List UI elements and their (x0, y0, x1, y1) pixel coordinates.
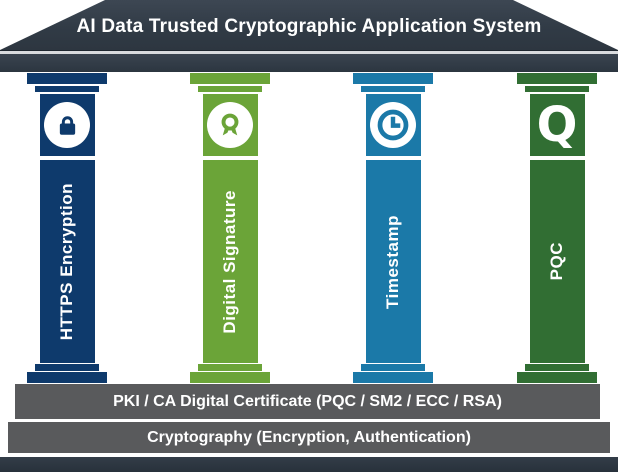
clock-icon (370, 102, 416, 148)
pillar-https-encryption: HTTPS Encryption (27, 73, 107, 384)
pillar-label-box: Timestamp (365, 160, 421, 363)
pillar-base-plinth (353, 372, 433, 383)
pillar-shaft: HTTPS Encryption (39, 94, 95, 363)
pillar-base-neck (198, 364, 262, 371)
pillar-base-neck (361, 364, 425, 371)
pillar-capital-neck (525, 86, 589, 92)
pillar-capital-neck (361, 86, 425, 92)
pillar-capital-top (517, 73, 597, 84)
foundation-bar-pki-label: PKI / CA Digital Certificate (PQC / SM2 … (113, 392, 502, 410)
pillar-base-plinth (27, 372, 107, 383)
pillar-label: Timestamp (383, 214, 402, 309)
pillar-timestamp: Timestamp (353, 73, 433, 384)
pillar-label-box: Digital Signature (202, 160, 258, 363)
pillar-base-plinth (190, 372, 270, 383)
pillar-digital-signature: Digital Signature (190, 73, 270, 384)
pillar-capital-top (27, 73, 107, 84)
pillar-shaft: Q PQC (529, 94, 585, 363)
pillar-base-neck (35, 364, 99, 371)
pillar-shaft: Timestamp (365, 94, 421, 363)
entablature-beam (0, 54, 618, 72)
foundation-bar-crypto-label: Cryptography (Encryption, Authentication… (147, 428, 471, 446)
pillar-pqc: Q PQC (517, 73, 597, 384)
roof-ledge (0, 50, 618, 54)
roof-pediment (0, 0, 618, 50)
pillar-label-box: PQC (529, 160, 585, 363)
stylobate-base (0, 457, 618, 472)
pillar-label: HTTPS Encryption (57, 182, 76, 341)
pillar-label-box: HTTPS Encryption (39, 160, 95, 363)
award-ribbon-icon (207, 102, 253, 148)
pillar-shaft: Digital Signature (202, 94, 258, 363)
pillar-base-plinth (517, 372, 597, 383)
letter-q-icon: Q (536, 97, 578, 153)
pillar-capital-neck (35, 86, 99, 92)
pillar-capital-top (190, 73, 270, 84)
pillar-icon-box: Q (529, 94, 585, 156)
foundation-bar-cryptography: Cryptography (Encryption, Authentication… (8, 422, 610, 453)
lock-icon (44, 102, 90, 148)
pillar-icon-box (39, 94, 95, 156)
pillar-capital-neck (198, 86, 262, 92)
pillar-icon-box (365, 94, 421, 156)
pillar-base-neck (525, 364, 589, 371)
foundation-bar-pki-ca: PKI / CA Digital Certificate (PQC / SM2 … (15, 384, 600, 419)
diagram-title: AI Data Trusted Cryptographic Applicatio… (76, 16, 542, 37)
pillar-label: Digital Signature (220, 189, 239, 334)
pillar-icon-box (202, 94, 258, 156)
pillar-capital-top (353, 73, 433, 84)
pillar-label: PQC (547, 242, 566, 281)
